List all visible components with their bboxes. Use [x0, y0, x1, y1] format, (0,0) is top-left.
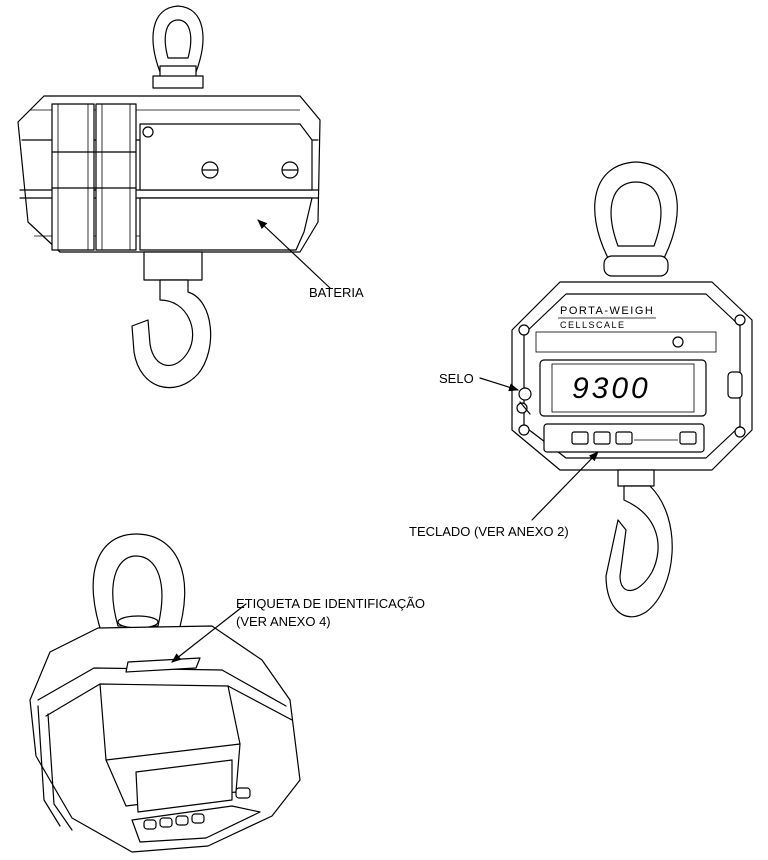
bateria-leader	[257, 219, 331, 289]
key-2	[593, 431, 611, 445]
label-bateria: BATERIA	[309, 285, 364, 300]
key-1	[571, 431, 589, 445]
brand-bottom: CELLSCALE	[560, 320, 626, 330]
hook-right	[605, 485, 673, 618]
key-4	[679, 431, 697, 445]
battery-cover	[139, 197, 313, 251]
seal	[518, 387, 532, 401]
label-selo: SELO	[439, 371, 474, 386]
label-etiqueta-line2: (VER ANEXO 4)	[236, 614, 331, 629]
label-view	[29, 533, 301, 853]
etiqueta-leader	[171, 603, 247, 663]
display-readout: 9300	[572, 372, 651, 405]
key-3	[615, 431, 633, 445]
brand-top: PORTA-WEIGH	[560, 305, 654, 317]
battery-view	[17, 5, 321, 389]
hook-top-left	[131, 279, 212, 389]
display-view: PORTA-WEIGH CELLSCALE 9300	[511, 161, 753, 618]
selo-leader	[479, 377, 519, 392]
display-frame	[539, 359, 707, 417]
teclado-leader	[531, 451, 599, 521]
label-etiqueta-line1: ETIQUETA DE IDENTIFICAÇÃO	[236, 596, 426, 611]
label-teclado: TECLADO (VER ANEXO 2)	[409, 524, 569, 539]
